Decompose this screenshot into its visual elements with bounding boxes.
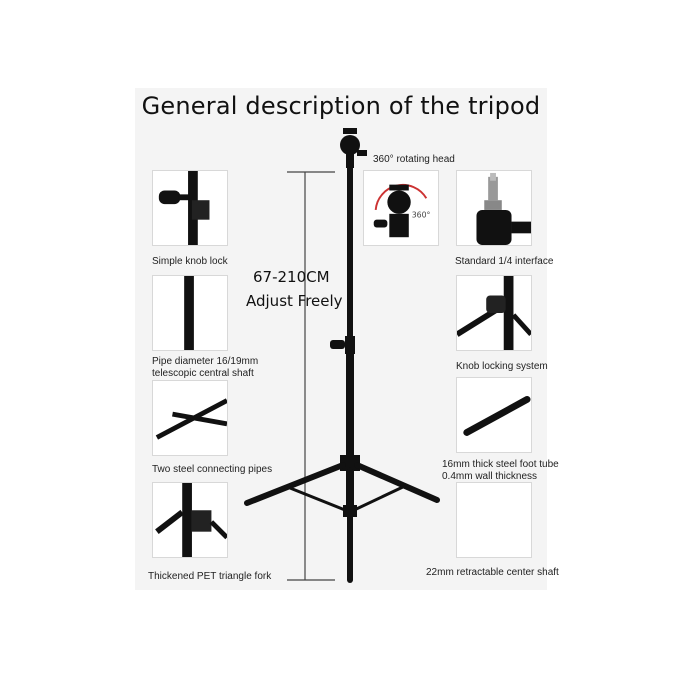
connecting-pipes-label: Two steel connecting pipes bbox=[152, 464, 273, 475]
center-shaft-thumb bbox=[456, 482, 532, 558]
connecting-pipes-thumb bbox=[152, 380, 228, 456]
triangle-fork-label: Thickened PET triangle fork bbox=[148, 571, 272, 582]
quarter-inch-thumb bbox=[456, 170, 532, 246]
page-title: General description of the tripod bbox=[141, 92, 541, 120]
rotating-head-icon: 360° bbox=[373, 183, 431, 238]
head-badge: 360° bbox=[412, 211, 431, 220]
knob-locking-label: Knob locking system bbox=[456, 361, 548, 372]
tripod-legs bbox=[244, 462, 440, 583]
pipe-thumb bbox=[152, 275, 228, 351]
center-shaft-label: 22mm retractable center shaft bbox=[426, 567, 559, 578]
connecting-pipes-icon bbox=[155, 398, 227, 440]
triangle-fork-thumb bbox=[152, 482, 228, 558]
knob-lock-icon bbox=[158, 171, 210, 245]
foot-tube-label-line2: 0.4mm wall thickness bbox=[442, 471, 538, 482]
triangle-fork-icon bbox=[155, 483, 227, 557]
pipe-icon bbox=[184, 276, 194, 350]
height-range-label: 67-210CM bbox=[253, 268, 330, 286]
pipe-label-line2: telescopic central shaft bbox=[152, 368, 254, 379]
foot-tube-icon bbox=[463, 396, 531, 436]
head-label: 360° rotating head bbox=[373, 154, 455, 165]
quarter-inch-label: Standard 1/4 interface bbox=[455, 256, 554, 267]
knob-locking-thumb bbox=[456, 275, 532, 351]
knob-locking-icon bbox=[457, 276, 531, 350]
mid-knob-icon bbox=[330, 336, 355, 354]
foot-tube-thumb bbox=[456, 377, 532, 453]
ball-head-icon bbox=[340, 128, 367, 168]
knob-lock-thumb bbox=[152, 170, 228, 246]
rotating-head-thumb: 360° bbox=[363, 170, 439, 246]
quarter-inch-screw-icon bbox=[476, 172, 531, 245]
adjust-label: Adjust Freely bbox=[246, 292, 343, 310]
foot-tube-label-line1: 16mm thick steel foot tube bbox=[442, 459, 559, 470]
height-bracket bbox=[287, 171, 335, 581]
center-shaft-icon bbox=[457, 483, 531, 557]
pipe-label-line1: Pipe diameter 16/19mm bbox=[152, 356, 259, 367]
knob-lock-label: Simple knob lock bbox=[152, 256, 228, 267]
